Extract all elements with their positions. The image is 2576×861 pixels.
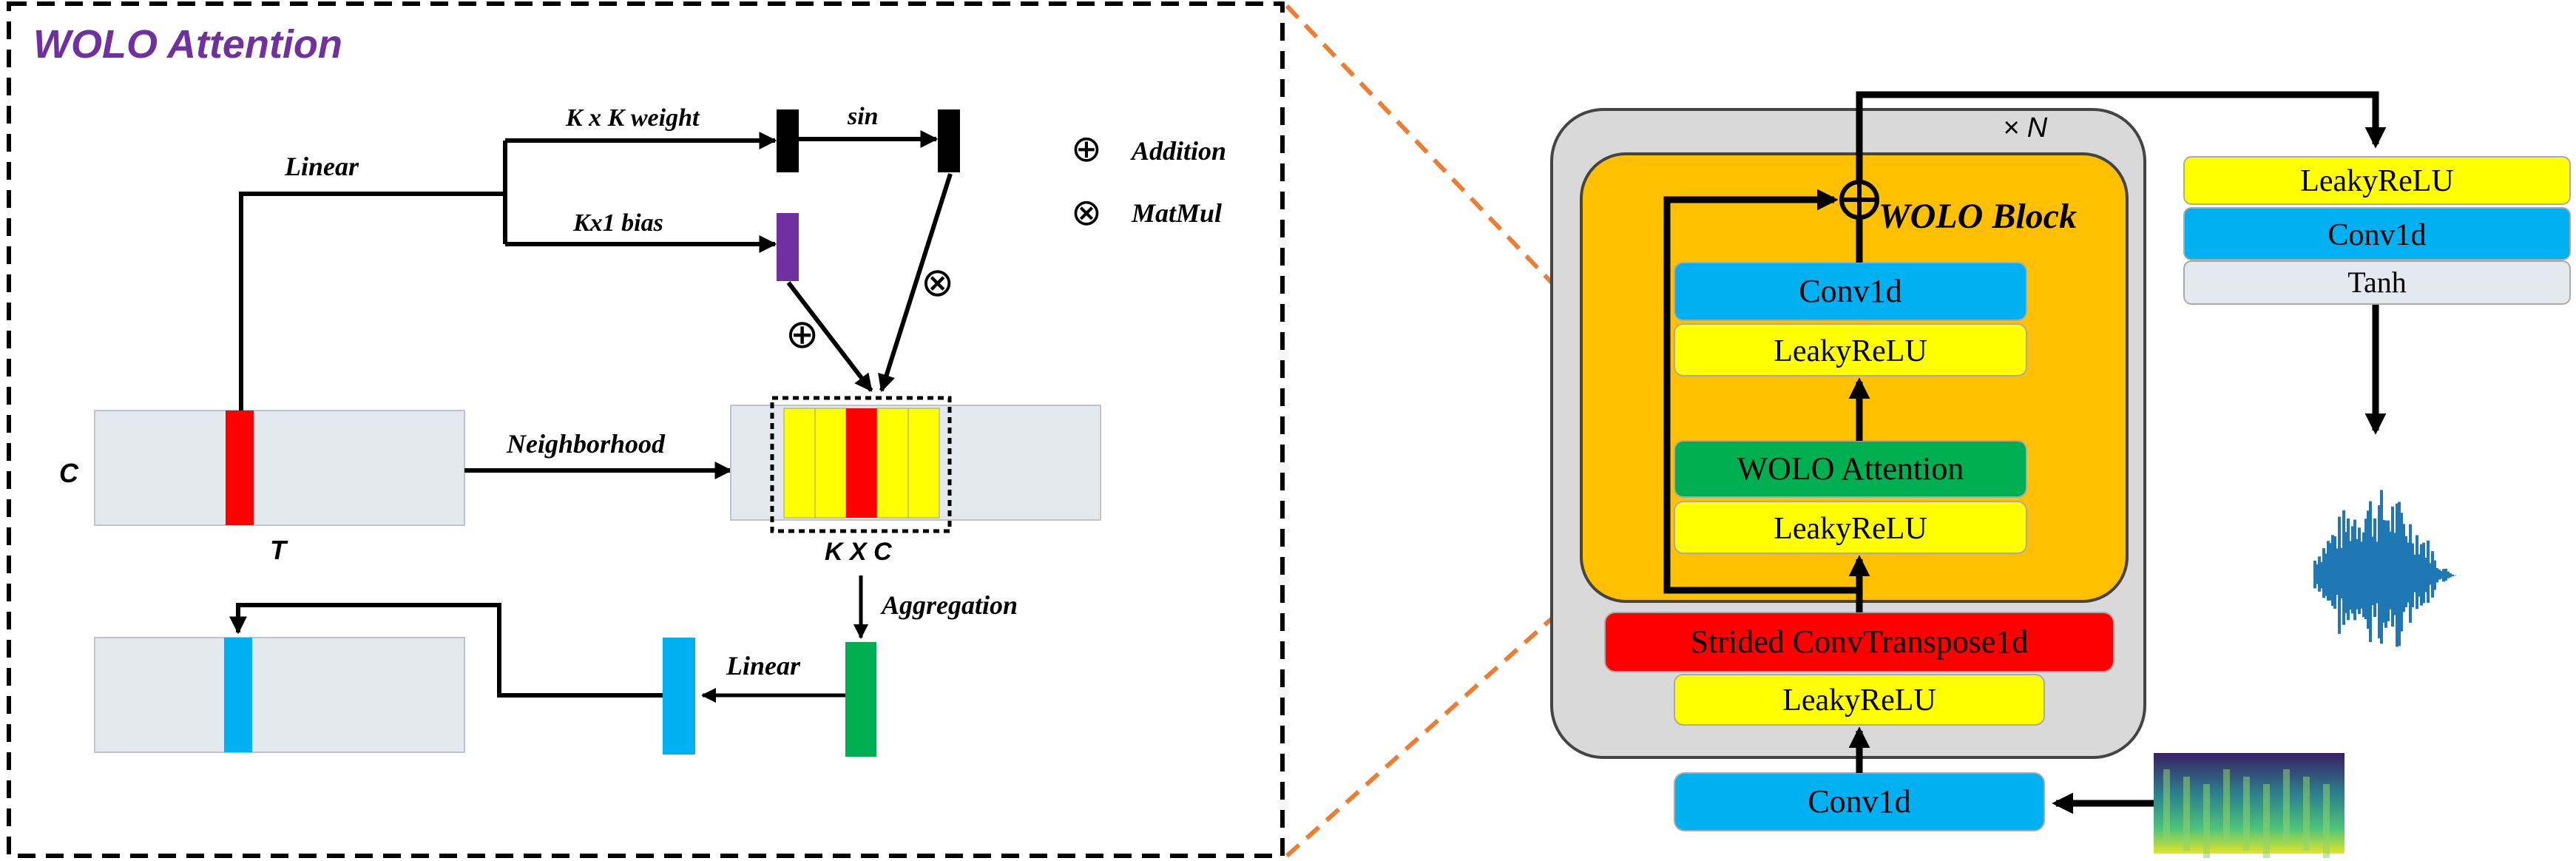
- window-frame: [814, 408, 847, 519]
- bias-to-neighborhood-arrow: [786, 281, 873, 392]
- spectrogram-band: [2163, 769, 2170, 843]
- output-frame-highlight: [224, 638, 252, 752]
- window-center-frame: [846, 408, 877, 518]
- sin-block: [938, 109, 960, 172]
- weight-to-neighborhood-arrow: [878, 173, 953, 393]
- linear-top-label: Linear: [284, 152, 359, 181]
- spectrogram-band: [2183, 777, 2190, 851]
- spectrogram-band: [2223, 769, 2230, 843]
- window-frame: [876, 408, 909, 519]
- matmul-legend-icon: ⊗: [1071, 192, 1102, 233]
- weight-block: [777, 109, 799, 172]
- addition-legend-icon: ⊕: [1071, 128, 1102, 169]
- panel-border: [7, 1, 1285, 858]
- head-leaky-layer: [2183, 156, 2571, 205]
- spectrogram-band: [2323, 784, 2330, 858]
- head-tanh-layer: [2183, 260, 2571, 305]
- output-feature-map: [94, 637, 465, 753]
- kxk-weight-label: K x K weight: [565, 104, 700, 132]
- leaky-layer-3: [1674, 674, 2045, 726]
- conv1d-inner-layer: [1674, 262, 2027, 321]
- linear-bottom-label: Linear: [726, 651, 801, 681]
- head-leaky-text: LeakyReLU: [2300, 164, 2454, 198]
- head-conv1d-text: Conv1d: [2327, 218, 2426, 252]
- spectrogram-band: [2303, 777, 2310, 851]
- output-return-arrow: [229, 603, 663, 698]
- conv1d-inner-text: Conv1d: [1799, 273, 1901, 309]
- output-path-arrow: [1856, 91, 2387, 182]
- sin-label: sin: [847, 103, 879, 130]
- t-axis-label: T: [270, 535, 288, 565]
- spectrogram-band: [2243, 777, 2250, 851]
- zoom-line-bottom: [1285, 497, 1687, 858]
- linear-output-block: [663, 638, 695, 754]
- input-feature-map: [94, 410, 465, 526]
- leaky-layer-1: [1674, 323, 2027, 377]
- window-frame: [783, 408, 816, 519]
- waveform-icon: [2313, 490, 2456, 647]
- window-frame: [907, 408, 940, 519]
- wolo-attention-text: WOLO Attention: [1737, 450, 1964, 487]
- addition-op-icon: ⊕: [785, 312, 819, 357]
- spectrogram-band: [2263, 784, 2270, 858]
- aggregation-label: Aggregation: [880, 590, 1018, 620]
- wolo-block-label: WOLO Block: [1879, 197, 2077, 236]
- generator-panel: × N WOLO Block Conv1d LeakyReLU WOLO Att…: [1550, 91, 2571, 858]
- matmul-op-icon: ⊗: [921, 260, 954, 305]
- c-axis-label: C: [59, 458, 79, 488]
- spectrogram-band: [2203, 784, 2210, 858]
- matmul-legend-label: MatMul: [1131, 198, 1222, 228]
- spectrogram-icon: [2154, 753, 2345, 858]
- head-tanh-text: Tanh: [2347, 266, 2406, 299]
- leaky-layer-1-text: LeakyReLU: [1774, 334, 1927, 368]
- window-selection-box: [770, 396, 952, 533]
- panel-title: WOLO Attention: [33, 22, 342, 67]
- strided-text: Strided ConvTranspose1d: [1691, 624, 2029, 660]
- kxc-label: K X C: [825, 538, 892, 566]
- repeat-label: × N: [2003, 112, 2048, 144]
- kx1-bias-label: Kx1 bias: [572, 209, 663, 237]
- aggregated-block: [845, 642, 876, 757]
- leaky-layer-3-text: LeakyReLU: [1782, 683, 1936, 718]
- leaky-layer-2: [1674, 501, 2027, 554]
- bias-block: [777, 213, 799, 281]
- spectrogram-band: [2283, 769, 2290, 843]
- linear-stem-line: [239, 192, 505, 411]
- conv1d-input-text: Conv1d: [1808, 783, 1910, 820]
- wolo-attention-panel: WOLO Attention ⊕ Addition ⊗ MatMul C T L…: [7, 1, 1285, 858]
- neighborhood-label: Neighborhood: [506, 429, 666, 459]
- head-conv1d-layer: [2183, 207, 2571, 260]
- addition-legend-label: Addition: [1130, 136, 1226, 166]
- leaky-layer-2-text: LeakyReLU: [1774, 512, 1927, 546]
- wolo-attention-layer: [1674, 440, 2027, 498]
- residual-skip-arrow: [1663, 189, 1859, 594]
- input-frame-highlight: [226, 411, 254, 525]
